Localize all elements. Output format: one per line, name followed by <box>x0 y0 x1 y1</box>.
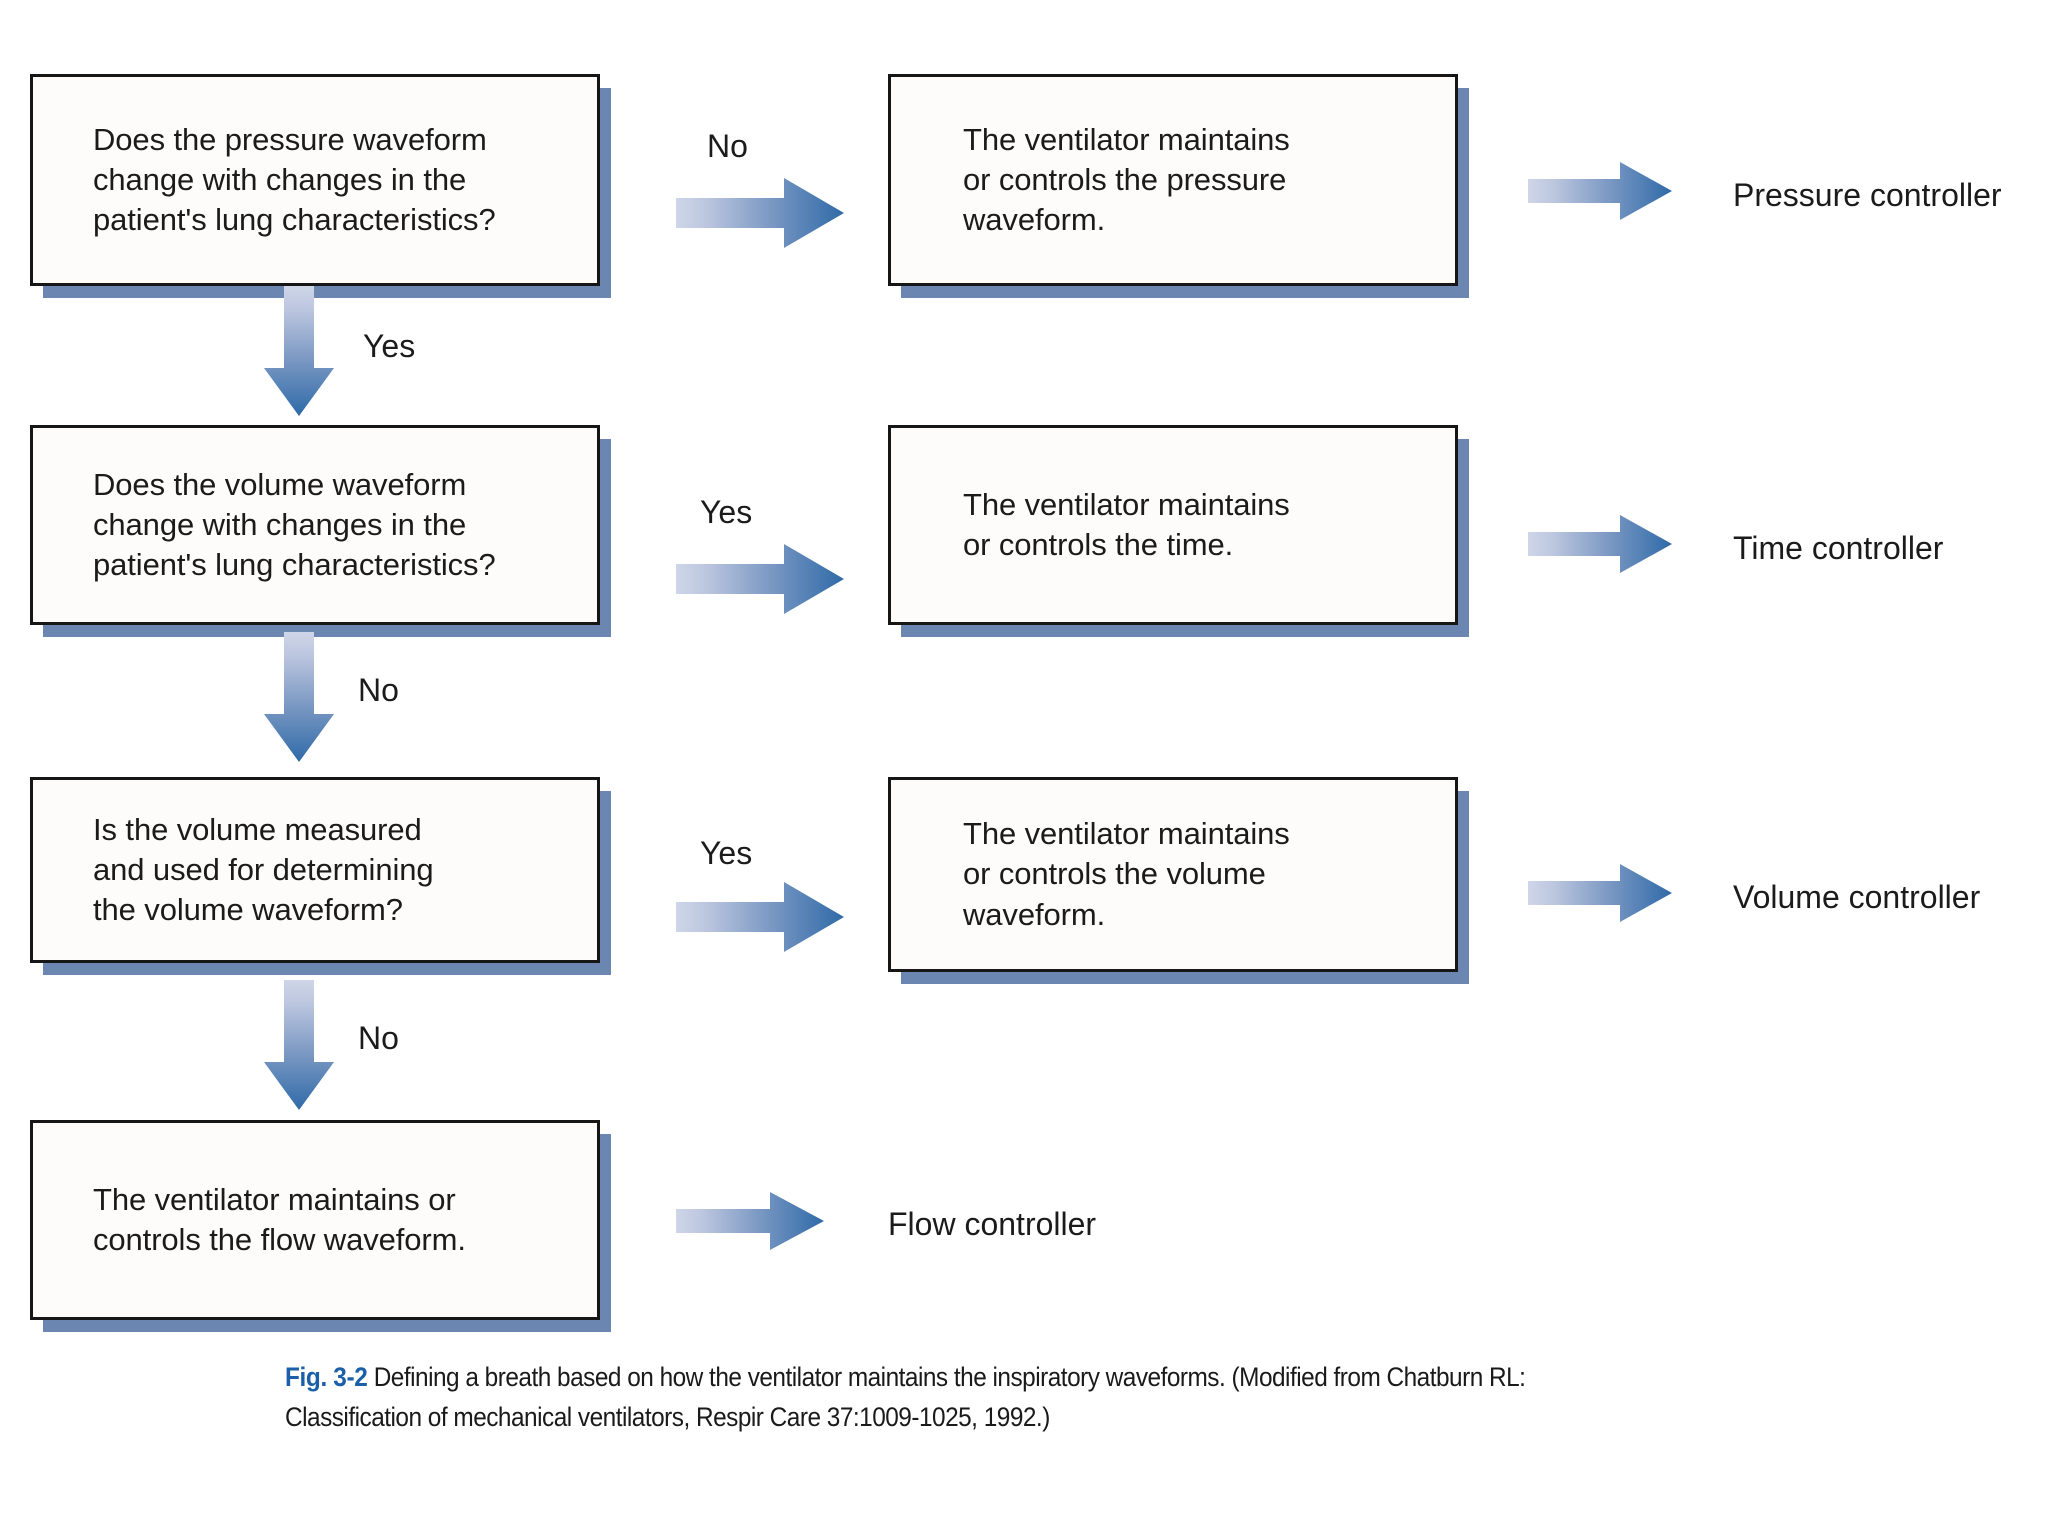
edge-label-volume-no: No <box>358 672 399 708</box>
arrow-volume-no-down <box>262 632 338 764</box>
arrow-to-volume-controller <box>1528 862 1674 924</box>
outcome-box-flow-text: The ventilator maintains or controls the… <box>93 1181 466 1257</box>
controller-label-time: Time controller <box>1733 530 1944 566</box>
decision-box-pressure-waveform[interactable]: Does the pressure waveform change with c… <box>30 74 600 286</box>
figure-caption-text: Defining a breath based on how the venti… <box>285 1362 1526 1432</box>
arrow-pressure-yes-down <box>262 286 338 418</box>
decision-box-volume-waveform-text: Does the volume waveform change with cha… <box>93 466 496 583</box>
decision-box-volume-measured[interactable]: Is the volume measured and used for dete… <box>30 777 600 963</box>
edge-label-pressure-yes: Yes <box>363 328 416 364</box>
arrow-to-time-controller <box>1528 513 1674 575</box>
arrow-volume-measured-yes <box>676 880 846 954</box>
arrow-to-flow-controller <box>676 1190 826 1252</box>
outcome-box-time[interactable]: The ventilator maintains or controls the… <box>888 425 1458 625</box>
edge-label-volume-measured-yes: Yes <box>700 835 753 871</box>
arrow-volume-measured-no-down <box>262 980 338 1112</box>
controller-label-volume: Volume controller <box>1733 879 1981 915</box>
outcome-box-time-text: The ventilator maintains or controls the… <box>963 486 1290 562</box>
edge-label-volume-yes: Yes <box>700 494 753 530</box>
decision-box-pressure-waveform-text: Does the pressure waveform change with c… <box>93 121 496 238</box>
figure-caption: Fig. 3-2 Defining a breath based on how … <box>285 1358 1591 1438</box>
arrow-pressure-no <box>676 176 846 250</box>
edge-label-pressure-no: No <box>707 128 748 164</box>
outcome-box-volume-text: The ventilator maintains or controls the… <box>963 816 1290 932</box>
decision-box-volume-measured-text: Is the volume measured and used for dete… <box>93 811 434 928</box>
arrow-to-pressure-controller <box>1528 160 1674 222</box>
controller-label-pressure: Pressure controller <box>1733 177 2002 213</box>
outcome-box-pressure[interactable]: The ventilator maintains or controls the… <box>888 74 1458 286</box>
edge-label-volume-measured-no: No <box>358 1020 399 1056</box>
figure-number: Fig. 3-2 <box>285 1362 368 1392</box>
outcome-box-volume[interactable]: The ventilator maintains or controls the… <box>888 777 1458 972</box>
arrow-volume-yes <box>676 542 846 616</box>
decision-box-volume-waveform[interactable]: Does the volume waveform change with cha… <box>30 425 600 625</box>
controller-label-flow: Flow controller <box>888 1206 1097 1242</box>
outcome-box-pressure-text: The ventilator maintains or controls the… <box>963 121 1290 238</box>
outcome-box-flow[interactable]: The ventilator maintains or controls the… <box>30 1120 600 1320</box>
